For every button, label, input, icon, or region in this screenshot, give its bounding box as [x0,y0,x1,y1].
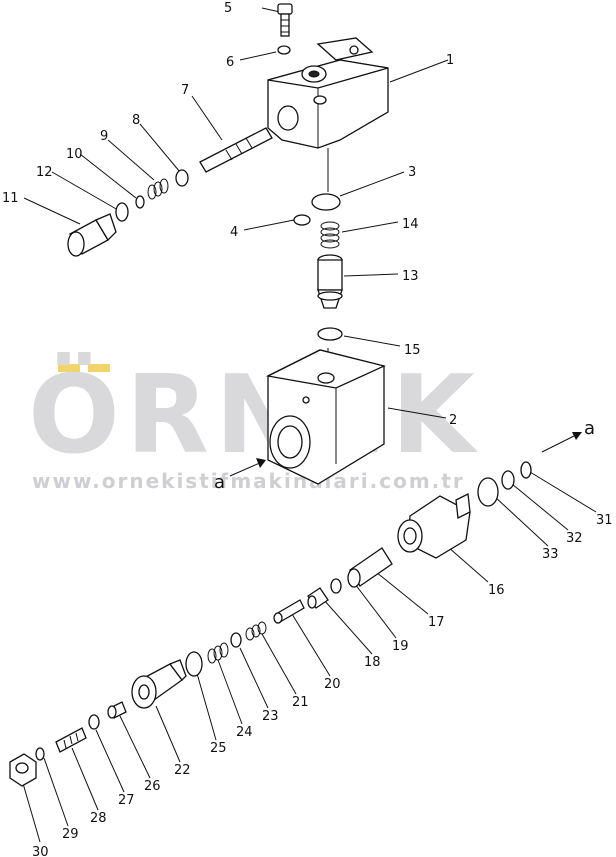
callout-11: 11 [2,191,19,206]
watermark-brand: ÖRNEK [28,351,481,478]
part-nut-27 [88,714,100,730]
callout-16: 16 [488,583,505,598]
part-oring-31 [520,461,532,479]
callout-22: 22 [174,763,191,778]
callout-1: 1 [446,53,454,68]
callout-26: 26 [144,779,161,794]
callout-13: 13 [402,269,419,284]
part-screw-28 [55,727,87,753]
part-piston-13 [317,254,343,309]
callout-33: 33 [542,547,559,562]
part-oring-4 [293,214,311,226]
part-lower-body-2 [265,349,386,485]
part-spring-21 [245,621,267,641]
leader-lines [21,7,597,843]
callout-32: 32 [566,531,583,546]
callout-12: 12 [36,165,53,180]
part-oring-25 [185,651,203,677]
callout-3: 3 [408,165,416,180]
part-plug-11 [67,213,117,257]
watermark-accent-right [88,364,110,372]
part-nut-8 [175,169,189,187]
callout-8: 8 [132,113,140,128]
part-oring-33 [477,477,499,507]
callout-6: 6 [226,55,234,70]
part-washer-6 [277,45,291,55]
watermark-url: www.ornekistifmakinalari.com.tr [32,469,465,493]
part-spool-7 [199,127,273,173]
callout-7: 7 [181,83,189,98]
part-plug-16 [397,493,471,559]
callout-18: 18 [364,655,381,670]
part-oring-12 [115,202,129,222]
part-ring-19 [330,578,342,594]
callout-31: 31 [596,513,613,528]
part-washer-10 [135,195,145,209]
part-seat-18 [307,587,329,609]
part-poppet-20 [273,599,305,624]
callout-19: 19 [392,639,409,654]
part-oring-15 [317,327,343,341]
callout-23: 23 [262,709,279,724]
part-upper-body-1 [267,37,389,149]
port-label-left: a [214,472,225,493]
watermark-accent-left [58,364,80,372]
callout-24: 24 [236,725,253,740]
callout-17: 17 [428,615,445,630]
callout-20: 20 [324,677,341,692]
part-ring-32 [501,470,515,490]
part-spring-24 [207,642,229,664]
port-arrow-head-left [256,458,266,468]
part-washer-29 [35,747,45,761]
port-label-right: a [584,418,595,439]
part-pin-26 [107,701,127,719]
callout-9: 9 [100,129,108,144]
part-bolt-5 [277,3,293,37]
callout-4: 4 [230,225,238,240]
watermark: ÖRNEK www.ornekistifmakinalari.com.tr [28,351,481,493]
part-adjust-plug-22 [131,659,187,709]
part-oring-3 [311,193,341,211]
callout-27: 27 [118,793,135,808]
callout-14: 14 [402,217,419,232]
callout-15: 15 [404,343,421,358]
callout-25: 25 [210,741,227,756]
callout-10: 10 [66,147,83,162]
part-washer-23 [230,632,242,648]
callout-29: 29 [62,827,79,842]
callout-2: 2 [449,413,457,428]
part-cap-nut-30 [9,753,37,787]
part-spring-14 [320,221,340,249]
callout-5: 5 [224,1,232,16]
callout-30: 30 [32,845,49,857]
callout-21: 21 [292,695,309,710]
callout-28: 28 [90,811,107,826]
port-arrow-head-right [572,432,582,440]
part-sleeve-17 [347,547,393,588]
part-spring-9 [147,178,169,200]
